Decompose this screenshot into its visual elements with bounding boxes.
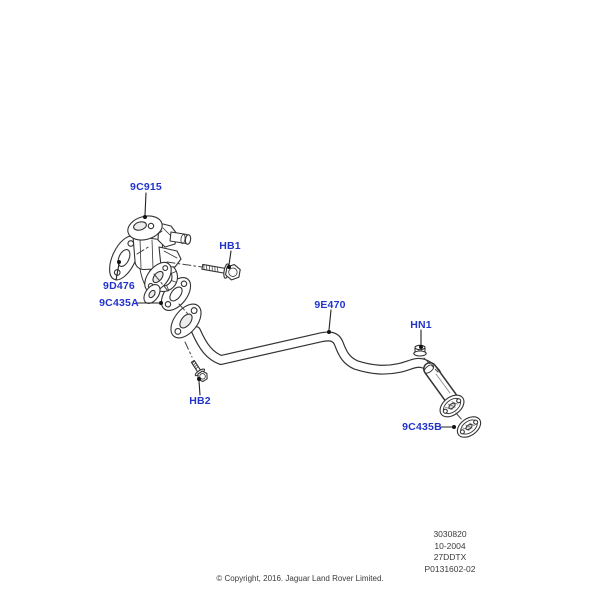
part-label-hb2[interactable]: HB2 [189,395,211,407]
bolt-drawing-hb2 [190,359,208,383]
part-label-9c435a[interactable]: 9C435A [99,297,139,309]
drawing-date: 10-2004 [434,540,466,551]
leader-lines [115,192,456,429]
bolt-drawing-hb1 [201,263,241,281]
pipe-drawing-9e470 [191,326,458,405]
part-label-9c915[interactable]: 9C915 [130,181,162,193]
copyright-notice: © Copyright, 2016. Jaguar Land Rover Lim… [216,574,384,583]
drawing-plate-code: P0131602-02 [424,563,476,574]
part-label-9d476[interactable]: 9D476 [103,280,135,292]
drawing-number: 3030820 [433,529,467,539]
part-label-hn1[interactable]: HN1 [410,319,432,331]
drawing-code-block: 3030820 10-2004 27DDTX P0131602-02 [400,529,500,575]
drawing-variant-code: 27DDTX [433,552,467,562]
gasket-drawing-9c435b [456,416,482,438]
assembly-axis-lines [136,245,464,422]
pipe-flange-drawing [170,303,202,339]
egr-valve-drawing [127,215,192,304]
part-label-hb1[interactable]: HB1 [219,240,241,252]
part-label-9c435b[interactable]: 9C435B [402,421,442,433]
pipe-end-flange-drawing [439,394,465,418]
part-label-9e470[interactable]: 9E470 [314,299,346,311]
